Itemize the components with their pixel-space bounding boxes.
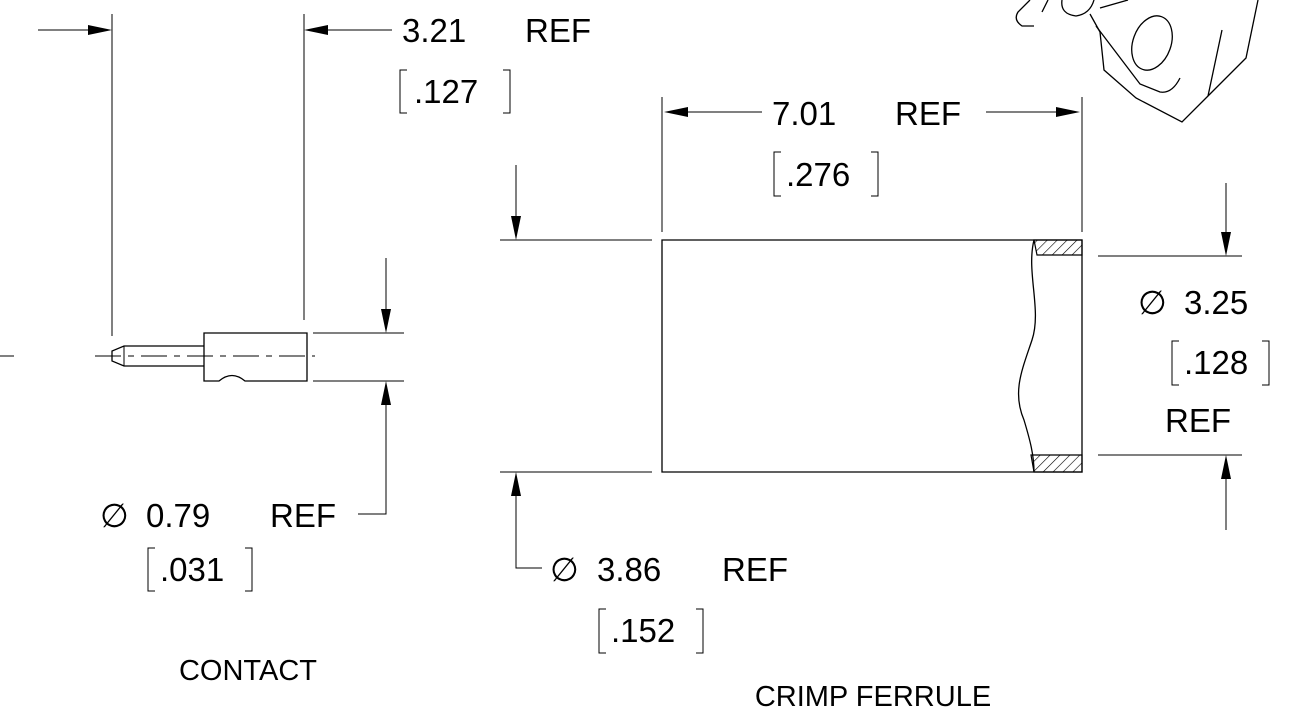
ferrule-inner-ref: REF <box>1165 402 1231 439</box>
arrow-head <box>381 381 391 405</box>
contact-diameter-symbol: ∅ <box>100 497 129 534</box>
tool-outline <box>1089 0 1259 123</box>
tool-outline <box>1095 25 1181 93</box>
ferrule-inner-metric: 3.25 <box>1184 284 1248 321</box>
ferrule-outer-ref: REF <box>722 551 788 588</box>
ferrule-break-line <box>1017 239 1037 473</box>
bracket-left <box>598 608 606 654</box>
ferrule-outer-symbol: ∅ <box>550 551 579 588</box>
ferrule-body <box>661 239 1083 473</box>
ferrule-inner-symbol: ∅ <box>1138 284 1167 321</box>
ferrule-length-ref: REF <box>895 95 961 132</box>
tool-outline <box>1061 0 1095 17</box>
ferrule-wall-bottom <box>1030 454 1083 473</box>
ferrule-wall-top <box>1033 239 1083 256</box>
contact-length-dimension: 3.21 REF .127 <box>38 12 591 336</box>
ferrule-outer-diameter-dimension: ∅ 3.86 REF .152 <box>500 165 788 654</box>
ferrule-length-inch: .276 <box>786 156 850 193</box>
bracket-right <box>1262 340 1270 386</box>
contact-diameter-dimension: ∅ 0.79 REF .031 <box>100 258 404 592</box>
contact-pin <box>111 345 204 367</box>
ferrule-outer-metric: 3.86 <box>597 551 661 588</box>
ferrule-outer-inch: .152 <box>611 612 675 649</box>
tool-outline <box>1099 0 1129 9</box>
ferrule-inner-diameter-dimension: ∅ 3.25 .128 REF <box>1098 183 1270 530</box>
leader-line <box>358 405 387 515</box>
crimp-tool-fragment <box>1015 0 1259 123</box>
arrow-head <box>88 25 112 35</box>
tool-outline <box>1207 29 1223 97</box>
ferrule-part <box>661 239 1083 473</box>
bracket-right <box>245 547 253 592</box>
bracket-left <box>147 547 155 592</box>
contact-length-metric: 3.21 <box>402 12 466 49</box>
tool-hole <box>1131 15 1173 71</box>
bracket-right <box>871 151 879 197</box>
contact-diameter-inch: .031 <box>160 551 224 588</box>
tool-outline <box>1015 0 1034 27</box>
arrow-head <box>304 25 328 35</box>
arrow-head <box>381 309 391 333</box>
contact-diameter-ref: REF <box>270 497 336 534</box>
contact-part <box>0 332 315 382</box>
bracket-right <box>696 608 704 654</box>
arrow-head <box>1221 455 1231 479</box>
arrow-head <box>1221 232 1231 256</box>
arrow-head <box>511 472 521 496</box>
contact-diameter-metric: 0.79 <box>146 497 210 534</box>
bracket-left <box>1171 340 1179 386</box>
contact-label: CONTACT <box>179 655 317 687</box>
arrow-head <box>664 107 688 117</box>
bracket-right <box>503 69 511 114</box>
ferrule-inner-inch: .128 <box>1184 344 1248 381</box>
leader-line <box>515 496 542 569</box>
contact-barrel <box>203 332 308 382</box>
bracket-left <box>399 69 407 114</box>
bracket-left <box>773 151 781 197</box>
contact-length-inch: .127 <box>414 73 478 110</box>
arrow-head <box>1056 107 1080 117</box>
contact-length-ref: REF <box>525 12 591 49</box>
ferrule-length-dimension: 7.01 REF .276 <box>661 95 1083 232</box>
arrow-head <box>511 216 521 240</box>
tool-outline <box>1041 0 1049 13</box>
ferrule-label: CRIMP FERRULE <box>755 681 991 713</box>
ferrule-length-metric: 7.01 <box>772 95 836 132</box>
